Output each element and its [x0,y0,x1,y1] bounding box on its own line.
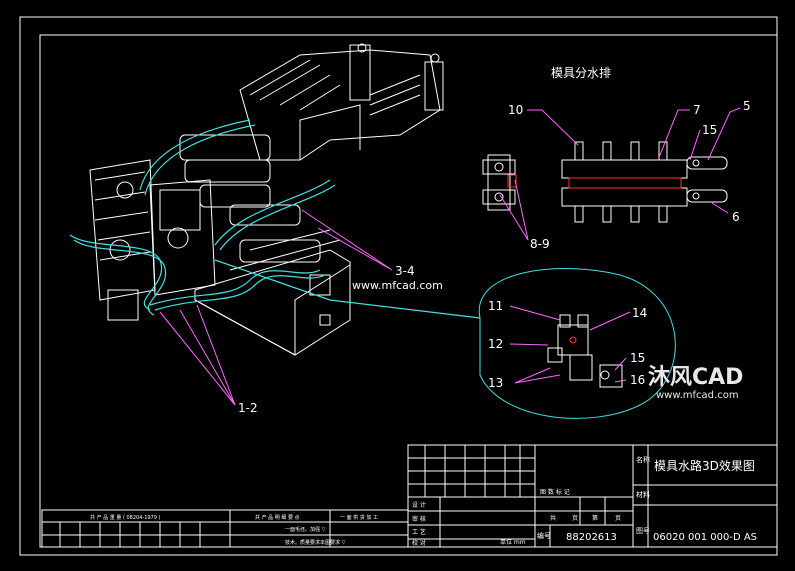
row-review: 审 核 [412,515,426,523]
drawing-title: 模具水路3D效果图 [654,458,755,473]
callout-10: 10 [508,103,523,117]
callout-1-2: 1-2 [238,401,258,415]
label-code: 图号 [636,527,650,535]
row-check: 校 对 [412,539,426,547]
note-2: 技术。质量要求本图要求 ▽ [285,539,346,546]
manifold-detail [482,141,728,223]
callout-6: 6 [732,210,740,224]
drawing-number: 06020 001 000-D AS [653,532,757,543]
water-hoses [69,119,481,319]
title-block-left [41,509,409,548]
sheet-page: 页 [615,515,621,522]
label-name: 名称 [636,455,650,464]
note-1: 一面毛坯。加强 ▽ [285,526,326,533]
part-code: 88202613 [566,532,617,543]
callout-8-9: 8-9 [530,237,550,251]
scale-label: 图 数 标 记 [540,488,570,496]
row-design: 设 计 [412,501,426,509]
left-header-1: 共 产 品 重 量 ( 08204-1979 ) [90,514,161,521]
title-block [407,444,778,548]
label-serial: 编号 [537,531,551,540]
mold-assembly [89,43,444,356]
callout-13: 13 [488,376,503,390]
callout-15-top: 15 [702,123,717,137]
callout-14: 14 [632,306,647,320]
sheet-total: 共 [550,514,556,522]
row-process: 工 艺 [412,528,426,536]
callout-11: 11 [488,299,503,313]
callout-3-4: 3-4 [395,264,415,278]
detail-callout [478,268,676,419]
watermark-logo: 沐风CAD [648,365,743,390]
callout-5: 5 [743,99,751,113]
sheet-pages: 页 [572,515,578,522]
watermark-url: www.mfcad.com [352,279,443,292]
section-title: 模具分水排 [551,66,611,80]
callout-16: 16 [630,373,645,387]
leader-lines [159,107,741,406]
left-header-2: 共 产 品 明 细 要 点 [255,514,300,521]
callout-15-detail: 15 [630,351,645,365]
left-header-3: 一 面 供 货 加 工 [340,514,378,521]
label-unit: 单位 mm [500,538,526,546]
watermark-logo-url: www.mfcad.com [656,390,739,401]
callout-7: 7 [693,103,701,117]
label-material: 材料 [636,490,650,499]
callout-12: 12 [488,337,503,351]
sheet-no: 第 [592,514,598,522]
